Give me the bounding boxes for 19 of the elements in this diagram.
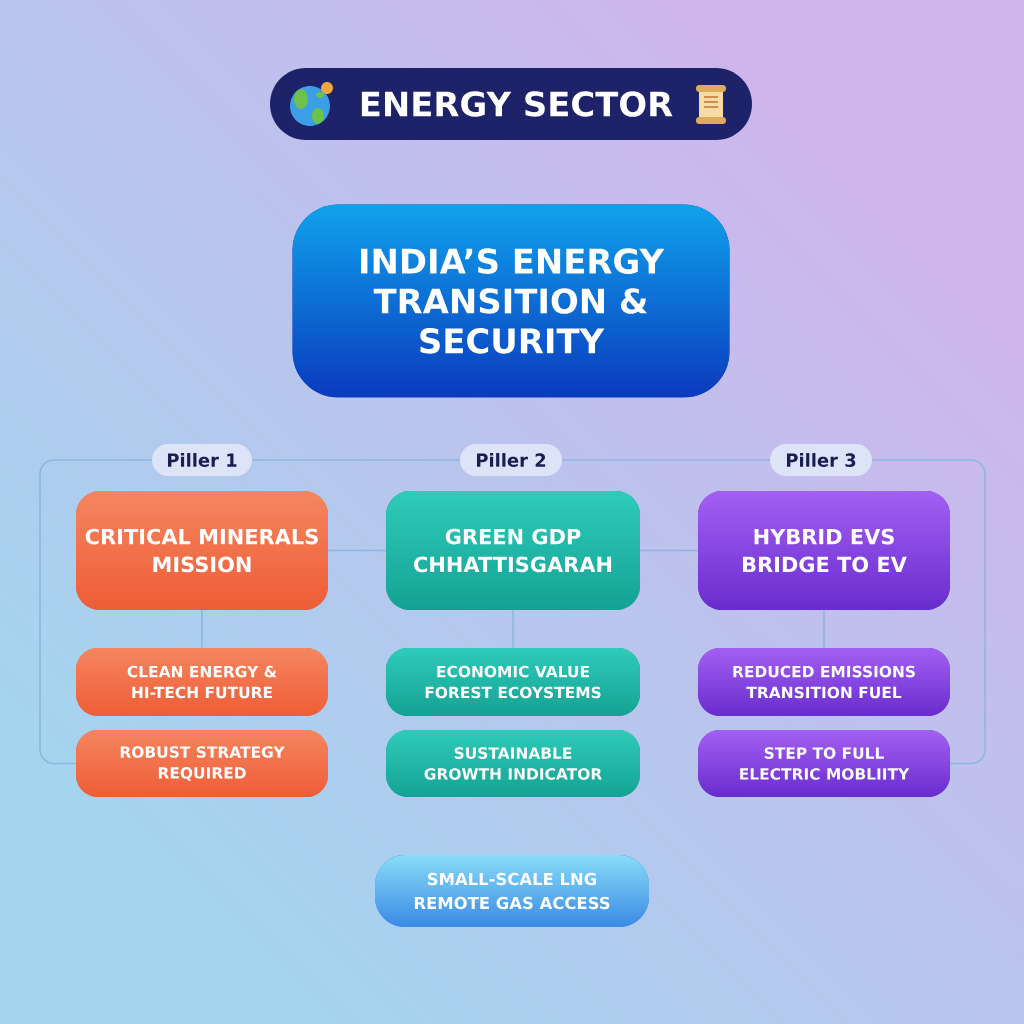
point-box: ROBUST STRATEGY REQUIRED — [76, 730, 328, 797]
pillar-box: GREEN GDP CHHATTISGARAH — [386, 491, 640, 610]
pillar-box: HYBRID EVS BRIDGE TO EV — [698, 491, 950, 610]
connector-line — [39, 459, 153, 765]
connector-line — [561, 459, 771, 461]
pillar-box: CRITICAL MINERALS MISSION — [76, 491, 328, 610]
point-box: REDUCED EMISSIONS TRANSITION FUEL — [698, 648, 950, 716]
point-box: SUSTAINABLE GROWTH INDICATOR — [386, 730, 640, 797]
connector-line — [639, 549, 699, 552]
connector-line — [512, 609, 514, 649]
point-box: CLEAN ENERGY & HI-TECH FUTURE — [76, 648, 328, 716]
connector-line — [251, 459, 461, 461]
main-topic-box: INDIA’S ENERGY TRANSITION & SECURITY — [292, 204, 730, 398]
note-box: SMALL-SCALE LNG REMOTE GAS ACCESS — [375, 855, 649, 927]
connector-line — [871, 459, 986, 765]
connector-line — [327, 549, 387, 552]
point-box: STEP TO FULL ELECTRIC MOBLIITY — [698, 730, 950, 797]
point-box: ECONOMIC VALUE FOREST ECOYSTEMS — [386, 648, 640, 716]
connector-line — [823, 609, 825, 649]
